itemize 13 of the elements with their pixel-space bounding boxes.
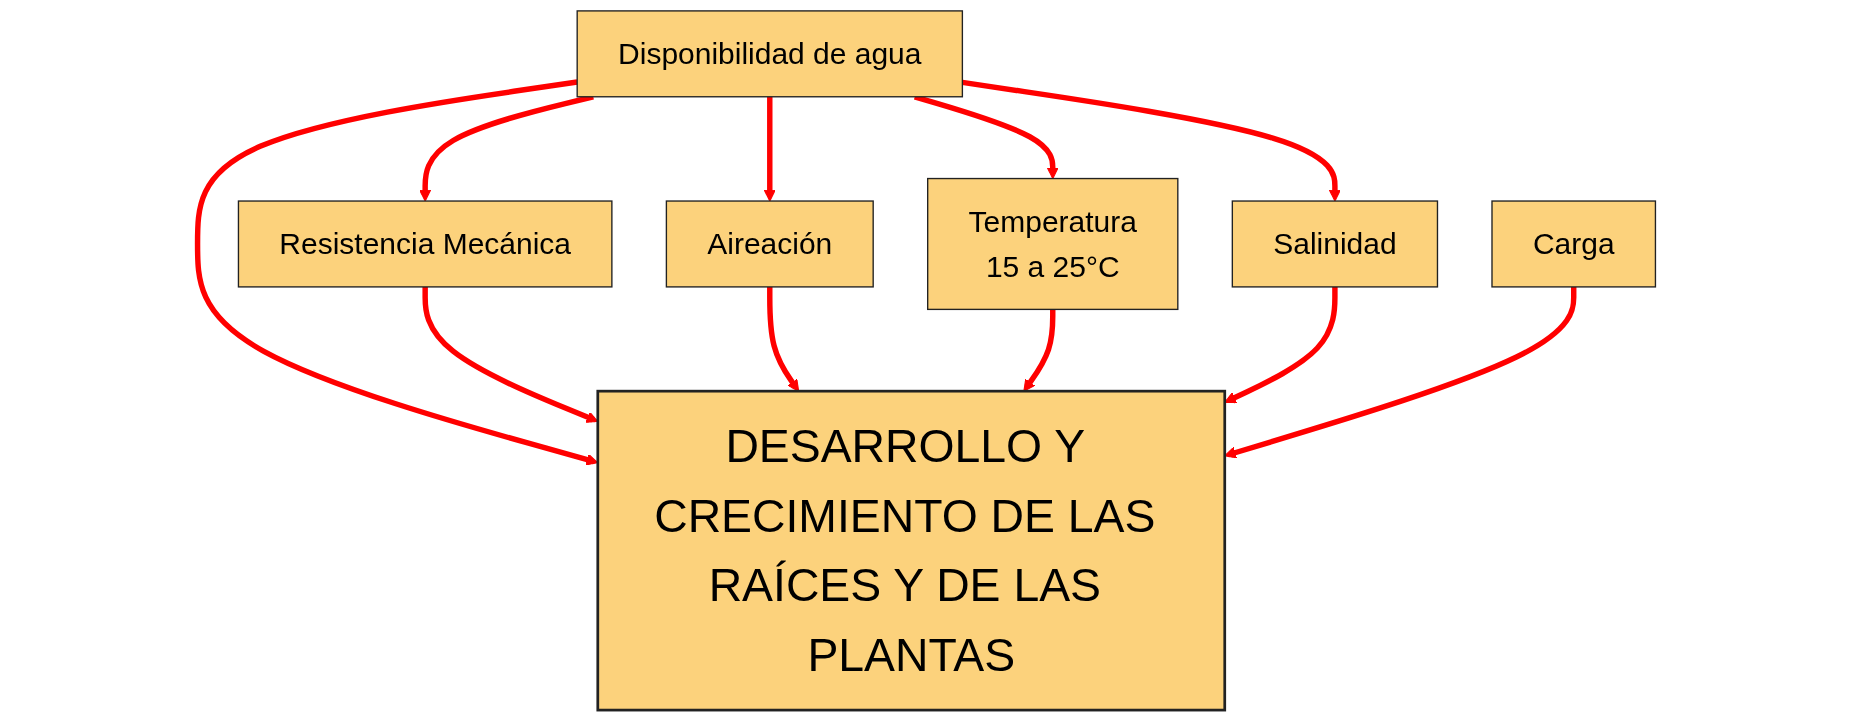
node-box: Temperatura 15 a 25°C bbox=[927, 177, 1179, 311]
node-box: Resistencia Mecánica bbox=[237, 200, 613, 288]
node-box: Disponibilidad de agua bbox=[576, 10, 964, 98]
arrow bbox=[1224, 286, 1338, 404]
arrow bbox=[1023, 309, 1056, 392]
node-box: Salinidad bbox=[1231, 200, 1439, 288]
arrow bbox=[1224, 286, 1577, 459]
arrow bbox=[419, 94, 594, 202]
arrow bbox=[767, 286, 800, 392]
node-box: DESARROLLO Y CRECIMIENTO DE LAS RAÍCES Y DE LAS PLANTAS bbox=[596, 389, 1227, 712]
arrow bbox=[763, 96, 776, 202]
node-box: Aireación bbox=[665, 200, 874, 288]
node-box: Carga bbox=[1491, 200, 1657, 288]
